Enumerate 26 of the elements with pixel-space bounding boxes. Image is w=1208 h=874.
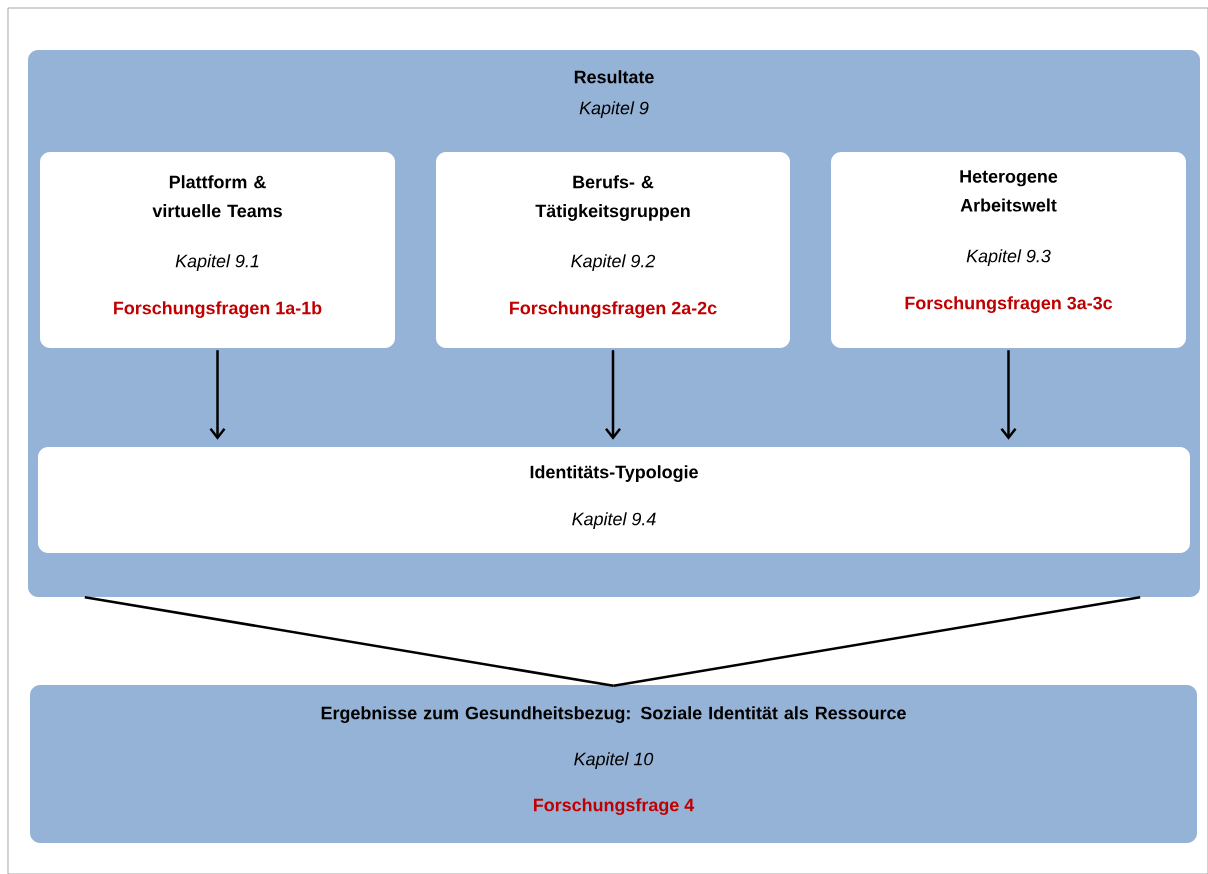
heading: Heterogene Arbeitswelt bbox=[960, 170, 1058, 212]
funnel-line bbox=[84, 595, 614, 688]
arrow bbox=[209, 350, 226, 440]
chapter-label: Kapitel 9.4 bbox=[572, 512, 656, 529]
chapter-box bbox=[436, 152, 790, 348]
funnel-line bbox=[613, 595, 1141, 688]
research-question: Forschungsfrage 4 bbox=[534, 798, 695, 815]
chapter-label: Kapitel 9.2 bbox=[571, 254, 656, 271]
chapter-label: Kapitel 10 bbox=[574, 752, 654, 769]
chapter-label: Kapitel 9.3 bbox=[966, 249, 1051, 266]
arrow bbox=[1000, 350, 1017, 440]
chapter-label: Kapitel 9 bbox=[579, 101, 649, 118]
arrow bbox=[605, 350, 621, 440]
chapter-box bbox=[40, 152, 395, 348]
chapter-box bbox=[38, 447, 1190, 553]
chapter-box bbox=[831, 152, 1186, 348]
research-question: Forschungsfragen 3a-3c bbox=[905, 296, 1113, 313]
heading: Resultate bbox=[574, 70, 654, 84]
research-question: Forschungsfragen 2a-2c bbox=[510, 301, 717, 318]
heading: Identitäts-Typologie bbox=[530, 465, 698, 482]
heading: Berufs- & Tätigkeitsgruppen bbox=[535, 175, 690, 221]
results-panel bbox=[30, 685, 1197, 843]
research-question: Forschungsfragen 1a-1b bbox=[114, 301, 322, 318]
chapter-label: Kapitel 9.1 bbox=[175, 254, 259, 271]
heading: Ergebnisse zum Gesundheitsbezug: Soziale Identität als Ressource bbox=[321, 706, 906, 723]
heading: Plattform & virtuelle Teams bbox=[152, 175, 282, 218]
